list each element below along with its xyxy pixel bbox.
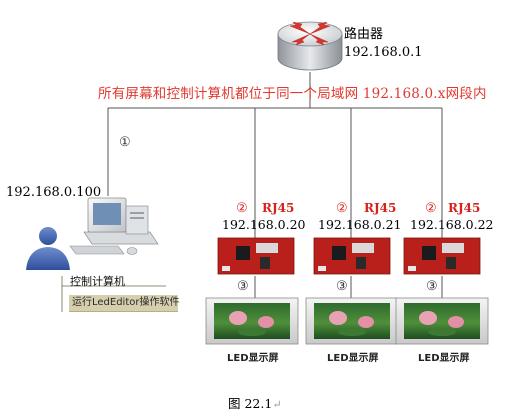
rj45-label-1: RJ45 (262, 201, 295, 215)
pc-label: 控制计算机 (70, 275, 125, 288)
network-links (107, 72, 443, 298)
lan-banner: 所有屏幕和控制计算机都位于同一个局域网 192.168.0.x网段内 (98, 86, 487, 102)
marker-two-3: ② (425, 201, 437, 216)
controller-ip-1: 192.168.0.20 (222, 217, 306, 232)
controller-ip-2: 192.168.0.21 (318, 217, 402, 232)
marker-three-3: ③ (426, 279, 438, 294)
led-screen-2 (305, 297, 399, 345)
controller-ip-3: 192.168.0.22 (410, 217, 494, 232)
led-screen-3 (395, 297, 489, 345)
router-label: 路由器 (344, 27, 384, 42)
marker-three-1: ③ (237, 279, 249, 294)
software-label: 运行LedEditor操作软件 (69, 295, 180, 312)
marker-one: ① (119, 135, 131, 150)
user-icon (26, 227, 70, 270)
figure-caption: 图 22.1↵ (228, 396, 282, 411)
rj45-label-3: RJ45 (448, 201, 481, 215)
router-icon (277, 21, 343, 71)
screen-label-3: LED显示屏 (418, 353, 470, 364)
controller-card-3 (403, 237, 481, 275)
marker-three-2: ③ (336, 279, 348, 294)
marker-two-1: ② (236, 201, 248, 216)
screen-label-2: LED显示屏 (327, 353, 379, 364)
controller-card-2 (313, 237, 391, 275)
rj45-label-2: RJ45 (364, 201, 397, 215)
computer-icon (69, 197, 159, 255)
figure-caption-text: 图 22.1 (228, 396, 273, 411)
return-mark: ↵ (272, 398, 282, 411)
led-screen-1 (205, 297, 299, 345)
marker-two-2: ② (336, 201, 348, 216)
router-ip: 192.168.0.1 (344, 45, 423, 60)
controller-card-1 (217, 237, 295, 275)
screen-label-1: LED显示屏 (227, 353, 279, 364)
pc-ip: 192.168.0.100 (6, 185, 102, 200)
